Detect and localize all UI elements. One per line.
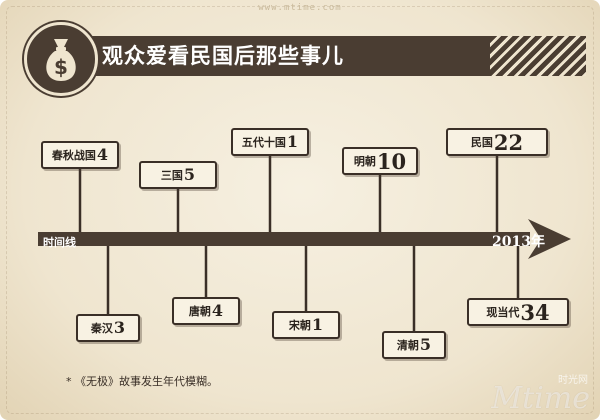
era-name: 民国 [470, 136, 493, 149]
era-name: 清朝 [396, 339, 419, 352]
era-name: 宋朝 [288, 319, 311, 332]
era-count: 4 [211, 301, 224, 320]
era-name: 秦汉 [90, 322, 113, 335]
watermark-brand-cn: 时光网 [558, 375, 588, 386]
money-bag-icon: $ [46, 39, 76, 81]
timeline-arrow-head [528, 219, 571, 259]
era-name: 明朝 [353, 155, 376, 168]
era-count: 34 [520, 299, 550, 325]
era-count: 4 [96, 145, 109, 164]
footnote: * 《无极》故事发生年代模糊。 [66, 375, 218, 388]
era-name: 三国 [160, 169, 183, 182]
dollar-symbol: $ [54, 55, 68, 79]
timeline-end-label: 2013年 [492, 234, 545, 250]
era-count: 5 [183, 165, 196, 184]
timeline-start-label: 时间线 [43, 236, 76, 249]
era-name: 春秋战国 [51, 149, 96, 162]
money-bag-badge: $ [24, 22, 98, 96]
era-count: 3 [113, 318, 126, 337]
watermark-logo: Mtime [491, 381, 590, 416]
era-count: 1 [286, 132, 299, 151]
header-bar [32, 36, 586, 76]
era-count: 5 [419, 335, 432, 354]
era-name: 现当代 [486, 306, 520, 319]
era-count: 22 [493, 129, 524, 155]
timeline-bar [38, 232, 530, 246]
watermark-url: www.mtime.com [258, 3, 342, 13]
page-title: 观众爱看民国后那些事儿 [102, 44, 344, 68]
era-name: 五代十国 [241, 136, 286, 149]
era-name: 唐朝 [188, 305, 211, 318]
era-count: 1 [311, 315, 324, 334]
era-count: 10 [376, 148, 407, 174]
